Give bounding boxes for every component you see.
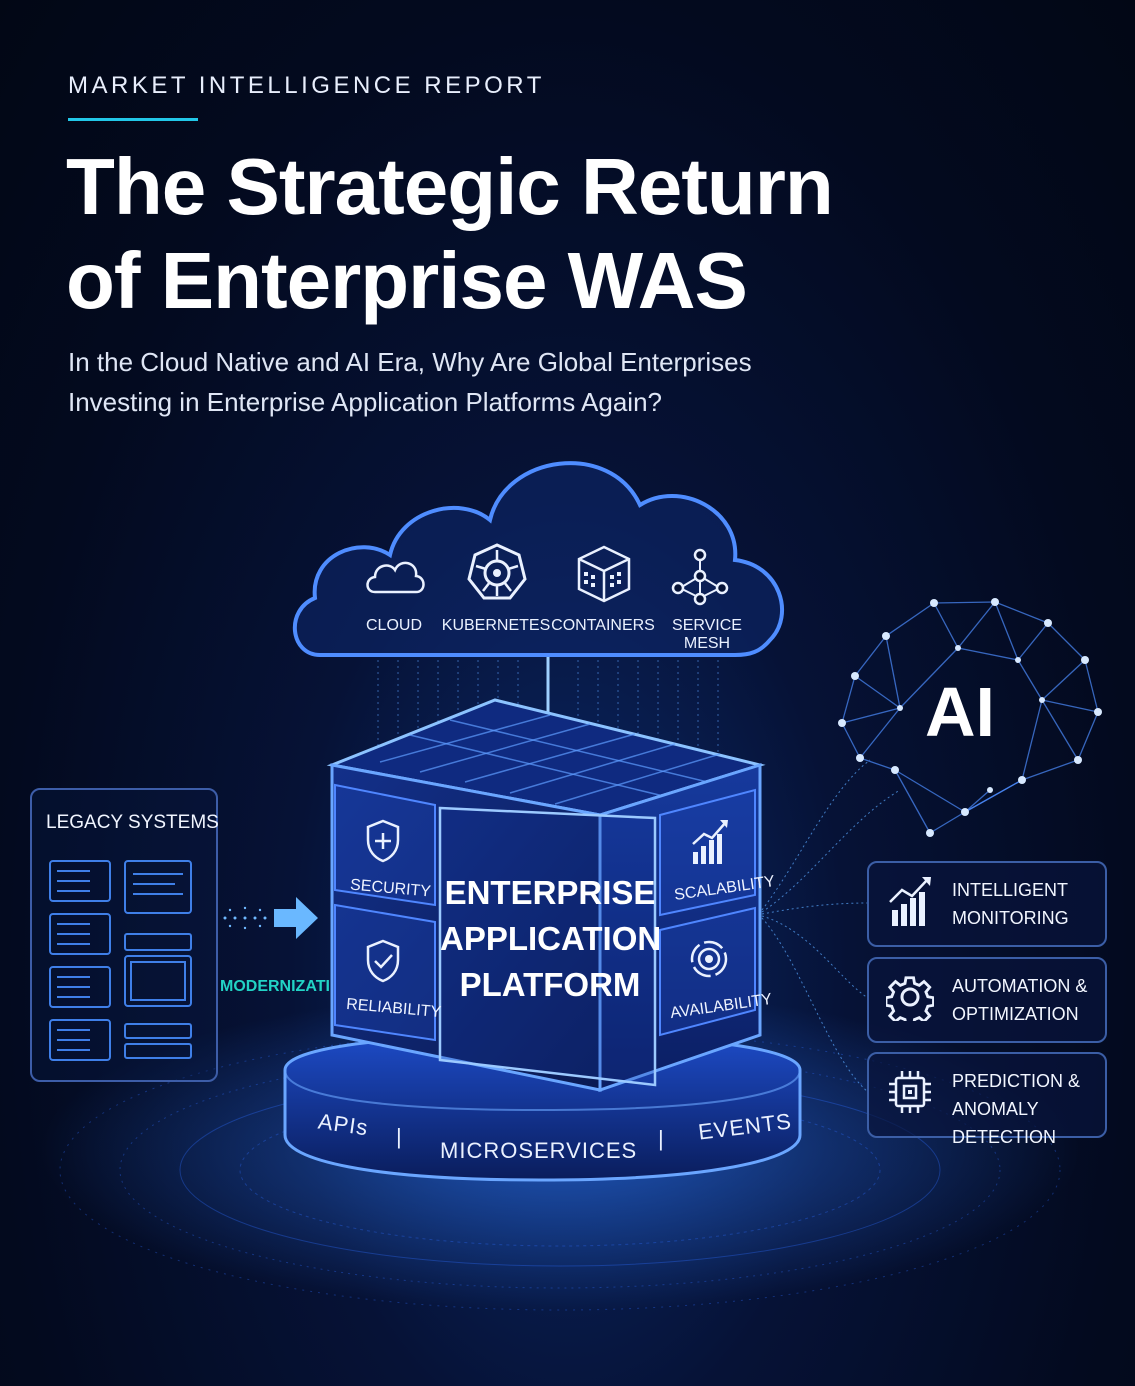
modernization-label: MODERNIZATION — [220, 978, 354, 995]
monitoring-label-line-2: MONITORING — [952, 908, 1069, 928]
ai-label: AI — [925, 673, 995, 751]
subtitle-line-1: In the Cloud Native and AI Era, Why Are … — [68, 347, 752, 377]
monitoring-chart-icon — [888, 874, 934, 928]
prediction-label: PREDICTION & ANOMALY DETECTION — [952, 1067, 1135, 1151]
platform-title-line-2: APPLICATION — [440, 920, 662, 957]
target-icon — [688, 936, 730, 982]
shield-plus-icon — [365, 818, 401, 864]
kubernetes-label: KUBERNETES — [441, 617, 551, 634]
service-mesh-label: SERVICE MESH — [672, 617, 742, 652]
containers-icon — [576, 544, 632, 604]
platform-title: ENTERPRISE APPLICATION PLATFORM — [440, 870, 662, 1008]
service-mesh-icon — [668, 548, 732, 606]
automation-label-line-1: AUTOMATION & — [952, 976, 1088, 996]
platform-title-line-1: ENTERPRISE — [444, 874, 656, 911]
report-kicker: MARKET INTELLIGENCE REPORT — [68, 72, 545, 99]
platform-cube — [283, 698, 802, 1182]
monitoring-label-line-1: INTELLIGENT — [952, 880, 1069, 900]
containers-label: CONTAINERS — [551, 617, 655, 634]
automation-label: AUTOMATION & OPTIMIZATION — [952, 972, 1087, 1028]
title-line-1: The Strategic Return — [66, 142, 834, 231]
kicker-underline — [68, 118, 198, 121]
chip-icon — [886, 1068, 934, 1116]
platform-title-line-3: PLATFORM — [459, 966, 641, 1003]
ai-capability-prediction — [867, 1052, 1107, 1138]
ai-brain-network-icon — [838, 598, 1102, 837]
cloud-shape — [292, 461, 785, 657]
title-line-2: of Enterprise WAS — [66, 236, 748, 325]
kubernetes-icon — [466, 542, 528, 604]
legacy-servers-icon — [49, 860, 192, 1061]
monitoring-label: INTELLIGENT MONITORING — [952, 876, 1069, 932]
page-title: The Strategic Return of Enterprise WAS — [66, 140, 834, 328]
subtitle-line-2: Investing in Enterprise Application Plat… — [68, 387, 663, 417]
page-subtitle: In the Cloud Native and AI Era, Why Are … — [68, 342, 752, 422]
shield-check-icon — [365, 938, 401, 984]
legacy-systems-title: LEGACY SYSTEMS — [46, 812, 219, 833]
ai-capability-automation — [867, 957, 1107, 1043]
automation-label-line-2: OPTIMIZATION — [952, 1004, 1079, 1024]
prediction-label-line-2: ANOMALY DETECTION — [952, 1099, 1057, 1147]
gear-icon — [884, 973, 935, 1027]
base-separator-2: | — [658, 1126, 665, 1151]
cloud-label: CLOUD — [365, 617, 422, 634]
modernization-arrow-icon — [274, 897, 318, 939]
cloud-icon — [360, 550, 430, 600]
growth-chart-icon — [690, 816, 730, 866]
prediction-label-line-1: PREDICTION & — [952, 1071, 1081, 1091]
base-separator-1: | — [396, 1124, 403, 1149]
microservices-label: MICROSERVICES — [440, 1138, 638, 1163]
